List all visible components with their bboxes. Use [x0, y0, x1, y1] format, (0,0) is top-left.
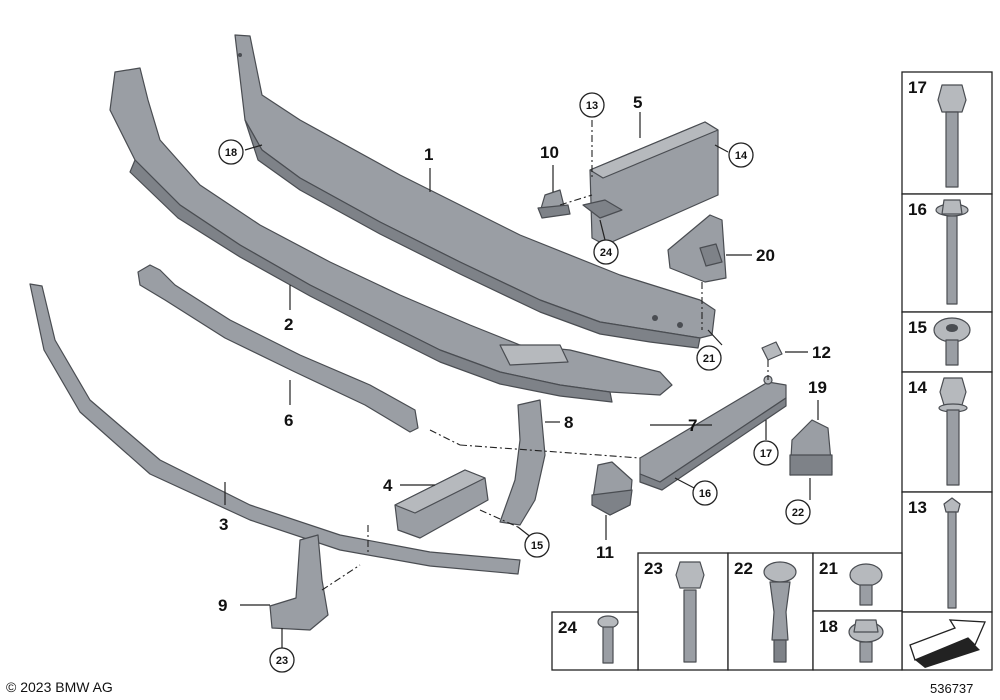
circled-label-23: 23 — [276, 655, 288, 667]
circled-label-13: 13 — [586, 100, 598, 112]
bolt-24-icon — [597, 615, 619, 664]
cell-label-16: 16 — [908, 200, 927, 219]
part-2-absorber — [109, 67, 673, 403]
copyright-text: © 2023 BMW AG — [6, 679, 113, 695]
part-8-bracket — [499, 399, 546, 526]
part-11-holder — [591, 461, 633, 516]
label-3: 3 — [219, 515, 228, 534]
circled-label-14: 14 — [735, 150, 748, 162]
part-labels: 1 2 3 4 5 6 7 8 9 10 11 12 19 20 — [218, 93, 831, 615]
leader-lines — [224, 112, 819, 648]
part-3-lower-strip — [29, 283, 521, 575]
bolt-13-icon — [943, 497, 961, 609]
circled-label-18: 18 — [225, 147, 237, 159]
bolt-17-icon — [937, 84, 967, 188]
part-4-bracket — [394, 469, 489, 539]
bolt-21-icon — [849, 563, 883, 606]
circled-label-17: 17 — [760, 448, 772, 460]
cell-label-21: 21 — [819, 559, 838, 578]
label-11: 11 — [596, 543, 614, 562]
bolt-16-icon — [935, 199, 969, 305]
part-1-bumper-carrier — [234, 34, 716, 349]
hardware-table: 17 16 15 14 13 23 22 21 18 24 — [551, 71, 993, 671]
cell-label-14: 14 — [908, 378, 927, 397]
label-9: 9 — [218, 596, 227, 615]
part-6-strip — [137, 264, 419, 433]
cell-label-17: 17 — [908, 78, 927, 97]
part-19-bracket — [789, 419, 833, 476]
label-12: 12 — [812, 343, 831, 362]
bolt-18-icon — [848, 619, 884, 663]
circled-label-22: 22 — [792, 507, 804, 519]
bolt-15-icon — [933, 317, 971, 366]
cell-label-23: 23 — [644, 559, 663, 578]
label-7: 7 — [688, 416, 697, 435]
label-20: 20 — [756, 246, 775, 265]
cell-label-22: 22 — [734, 559, 753, 578]
orientation-arrow-icon — [909, 619, 986, 668]
part-10-bracket — [537, 189, 571, 219]
bolt-14-icon — [938, 377, 968, 486]
cell-label-15: 15 — [908, 318, 927, 337]
circled-label-16: 16 — [699, 488, 711, 500]
part-12-clip — [761, 341, 783, 361]
label-6: 6 — [284, 411, 293, 430]
label-10: 10 — [540, 143, 559, 162]
circled-label-15: 15 — [531, 540, 543, 552]
label-5: 5 — [633, 93, 642, 112]
label-8: 8 — [564, 413, 573, 432]
circled-label-24: 24 — [600, 247, 613, 259]
label-4: 4 — [383, 476, 393, 495]
bolt-22-icon — [763, 561, 797, 663]
part-20-bracket — [667, 214, 727, 283]
label-2: 2 — [284, 315, 293, 334]
cell-label-24: 24 — [558, 618, 577, 637]
part-5-crash-box — [582, 121, 719, 246]
part-9-bracket — [269, 534, 329, 631]
diagram-id: 536737 — [930, 681, 974, 696]
cell-label-18: 18 — [819, 617, 838, 636]
bolt-23-icon — [675, 561, 705, 663]
circled-labels: 13 14 15 16 17 18 21 22 23 24 — [218, 92, 811, 673]
cell-label-13: 13 — [908, 498, 927, 517]
circled-label-21: 21 — [703, 353, 715, 365]
label-19: 19 — [808, 378, 827, 397]
label-1: 1 — [424, 145, 433, 164]
